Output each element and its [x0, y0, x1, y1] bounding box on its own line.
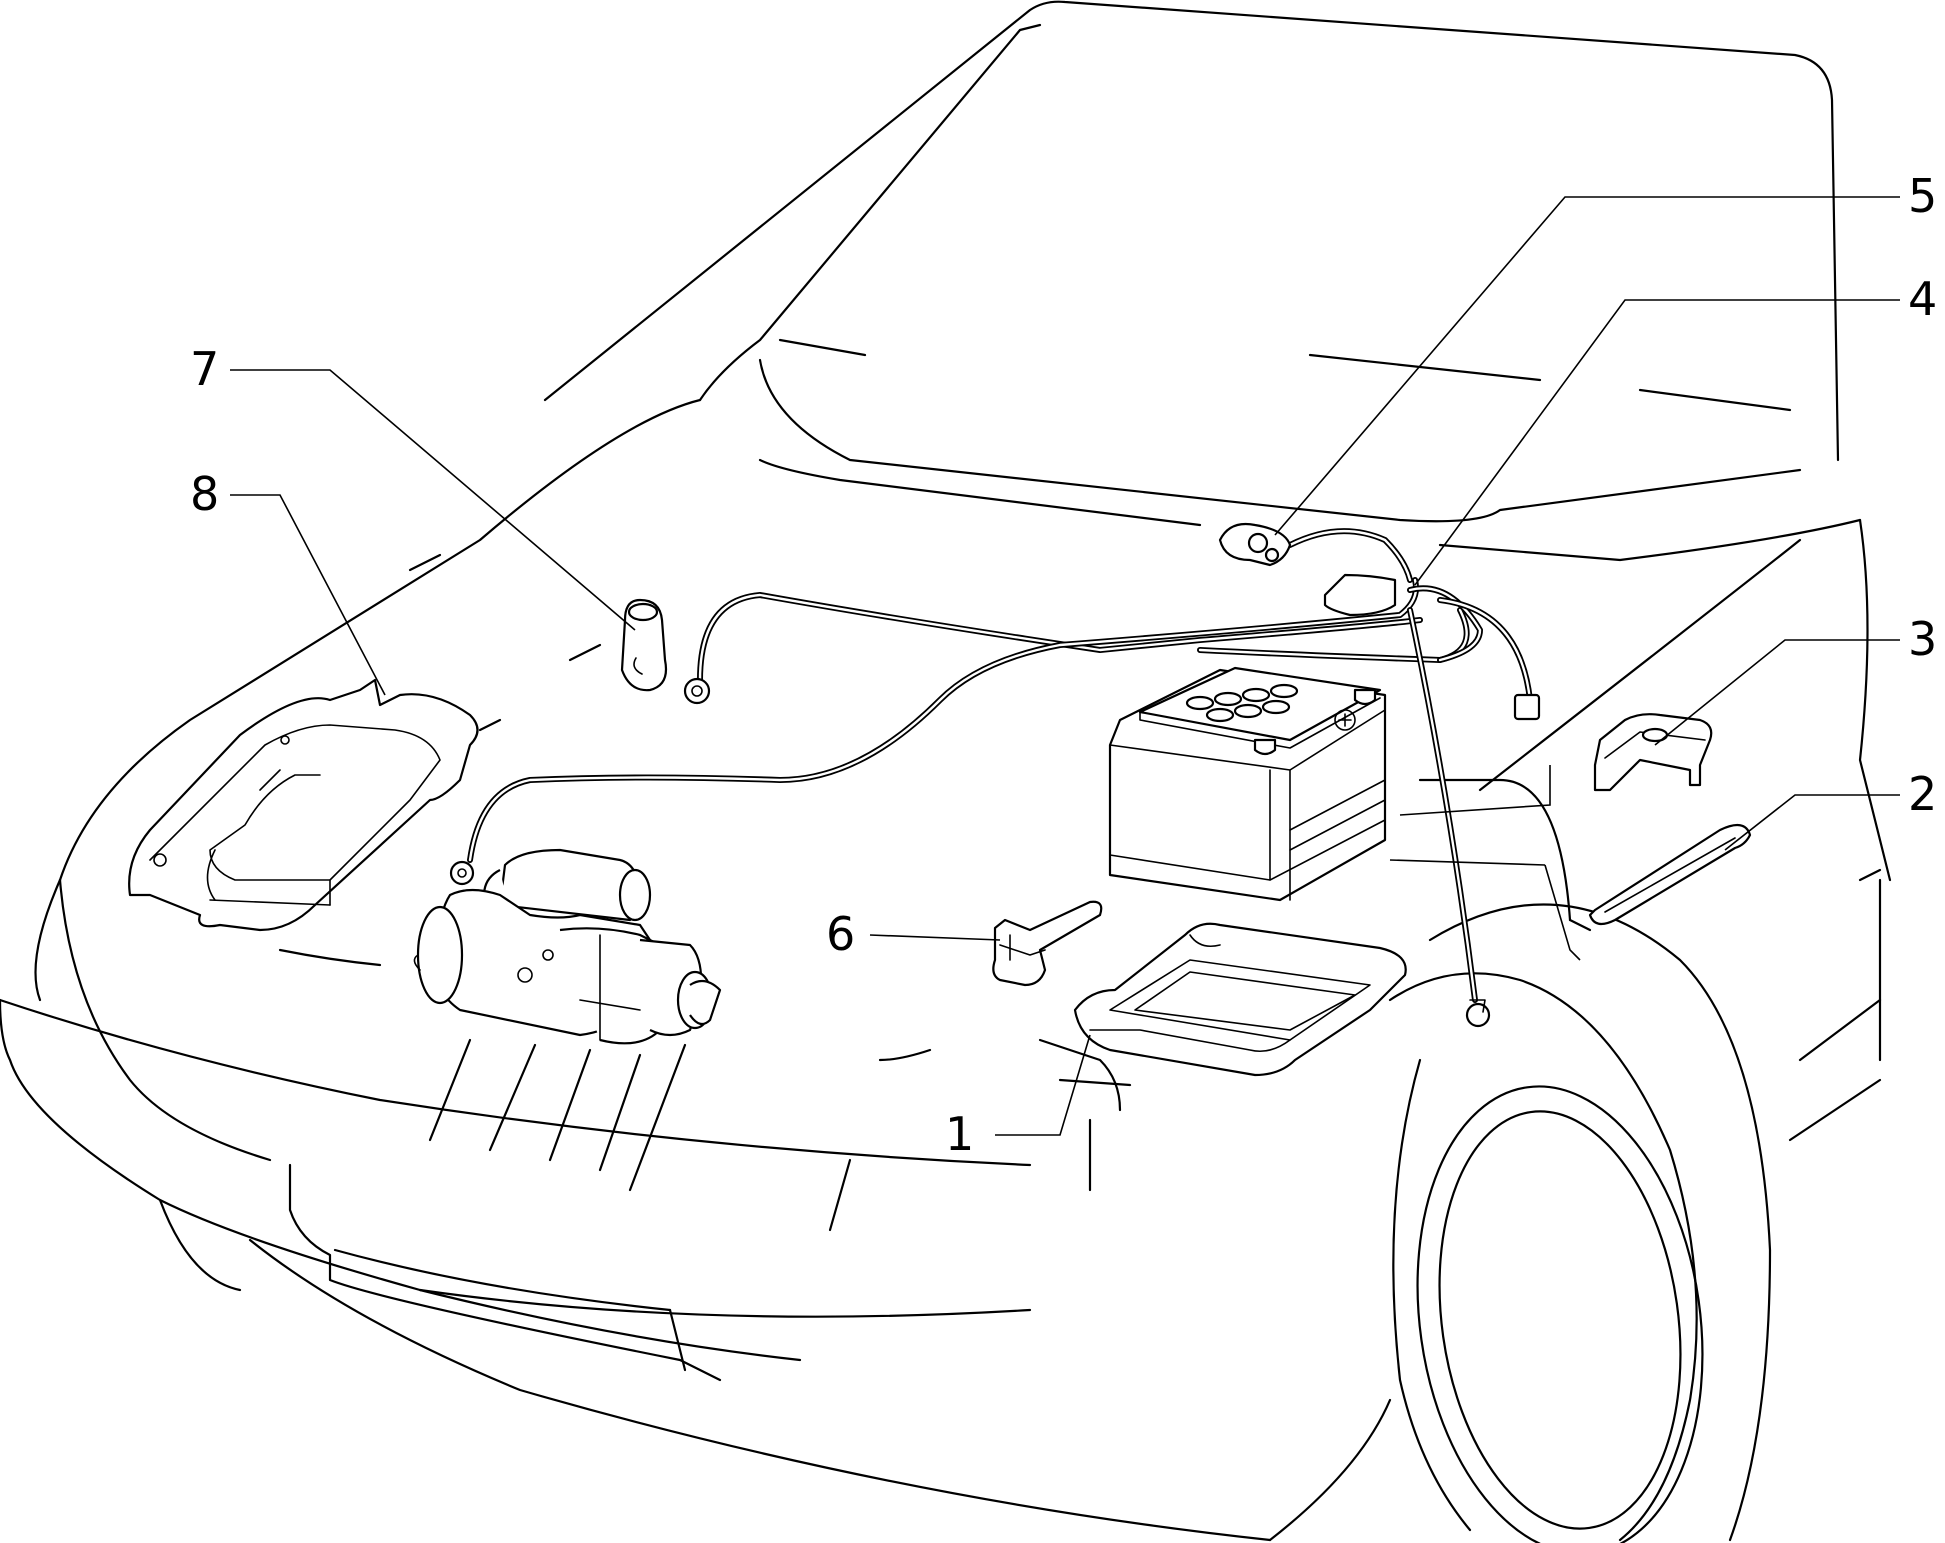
callout-7: 7	[190, 342, 219, 396]
battery-tray	[1073, 922, 1407, 1077]
hold-down-bracket	[1593, 713, 1713, 792]
terminal-cover	[620, 598, 668, 692]
splash-shield	[128, 678, 479, 932]
callout-labels: 1 2 3 4 5 6 7 8	[190, 169, 1937, 1161]
callout-2: 2	[1908, 767, 1937, 821]
battery	[1108, 666, 1387, 902]
callout-8: 8	[190, 467, 219, 521]
callout-4: 4	[1908, 272, 1937, 326]
battery-cables	[449, 522, 1541, 1028]
callout-3: 3	[1908, 612, 1937, 666]
callout-1: 1	[945, 1107, 974, 1161]
clip-bracket	[992, 900, 1103, 987]
car-body	[0, 0, 1892, 1543]
hold-down-rod	[1588, 823, 1752, 926]
callout-5: 5	[1908, 169, 1937, 223]
leader-lines	[230, 196, 1900, 1136]
callout-6: 6	[826, 907, 855, 961]
starter-motor	[413, 848, 722, 1045]
